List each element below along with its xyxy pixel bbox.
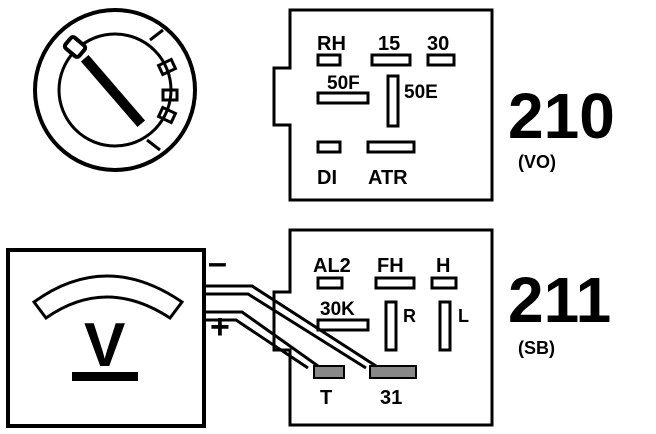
pin-label-h: H	[436, 255, 450, 277]
pin-label-di: DI	[317, 167, 337, 189]
ignition-switch-icon	[33, 8, 197, 172]
pin-label-l: L	[458, 306, 469, 326]
connector-code-211: (SB)	[518, 338, 555, 358]
pin-label-50e: 50E	[404, 82, 438, 103]
pin-label-r: R	[403, 306, 416, 326]
pin-label-atr: ATR	[368, 167, 408, 189]
test-lead-positive	[204, 310, 319, 370]
voltmeter-minus-sign: –	[208, 244, 227, 282]
connector-number-211: 211	[508, 264, 611, 336]
voltmeter-plus-sign: +	[210, 308, 230, 346]
pin-label-31: 31	[380, 387, 402, 409]
pin-label-30k: 30K	[320, 299, 355, 320]
test-lead-negative	[204, 284, 377, 370]
connector-211-pins	[313, 276, 458, 379]
voltmeter-icon	[6, 248, 206, 428]
pin-label-15: 15	[378, 33, 400, 55]
connector-number-210: 210	[508, 80, 615, 152]
pin-label-al2: AL2	[313, 255, 351, 277]
pin-label-fh: FH	[377, 255, 404, 277]
pin-label-rh: RH	[317, 33, 346, 55]
connector-210-pins	[316, 53, 456, 154]
voltmeter-symbol: V	[84, 311, 125, 380]
pin-label-t: T	[320, 387, 332, 409]
connector-code-210: (VO)	[518, 152, 556, 172]
pin-label-50f: 50F	[327, 73, 360, 94]
pin-label-30: 30	[427, 33, 449, 55]
